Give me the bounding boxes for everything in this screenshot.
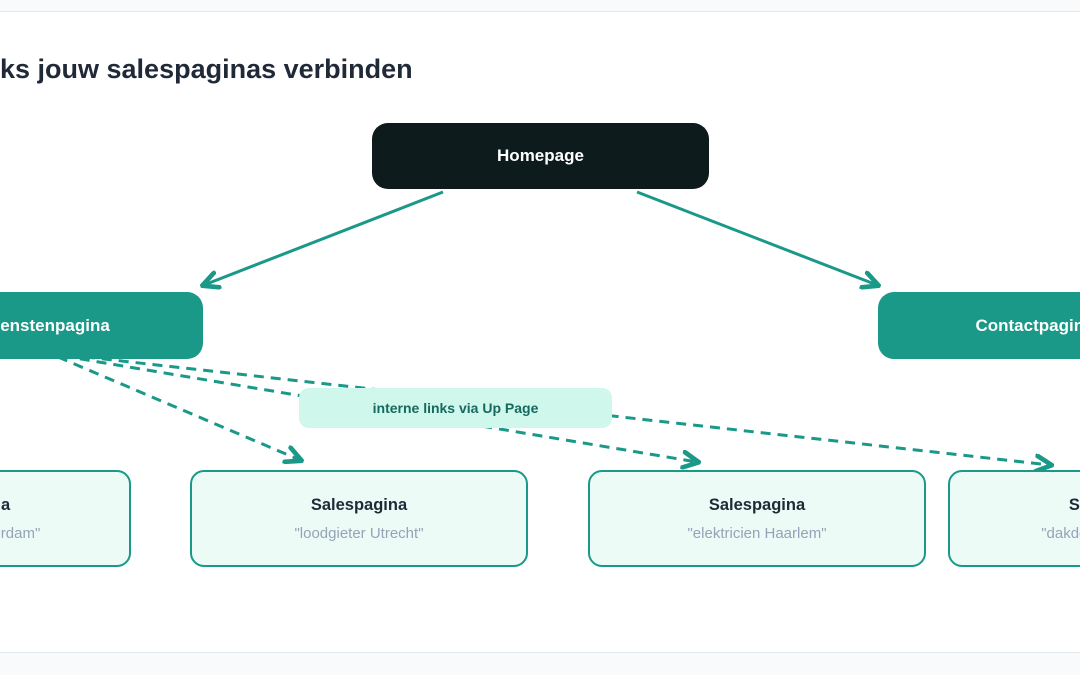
node-salespagina-2: Salespagina "loodgieter Utrecht" xyxy=(190,470,528,567)
salespagina-title: Salespagina xyxy=(1068,495,1080,514)
salespagina-keyword: "loodgieter Utrecht" xyxy=(294,524,424,542)
salespagina-title: Salespagina xyxy=(0,495,11,514)
node-homepage: Homepage xyxy=(372,123,709,189)
node-salespagina-1: Salespagina "loodgieter Amsterdam" xyxy=(0,470,131,567)
node-homepage-label: Homepage xyxy=(497,146,584,165)
salespagina-title: Salespagina xyxy=(310,495,408,514)
edge-label-interne-links: interne links via Up Page xyxy=(299,388,612,428)
edge-label-text: interne links via Up Page xyxy=(372,400,539,416)
node-dienstenpagina: Dienstenpagina xyxy=(0,292,203,359)
salespagina-keyword: "loodgieter Amsterdam" xyxy=(0,524,41,542)
node-contactpagina-label: Contactpagina xyxy=(975,315,1080,335)
salespagina-keyword: "dakdekker Den Haag" xyxy=(1041,524,1080,542)
node-salespagina-3: Salespagina "elektricien Haarlem" xyxy=(588,470,926,567)
salespagina-keyword: "elektricien Haarlem" xyxy=(687,524,827,542)
node-contactpagina: Contactpagina xyxy=(878,292,1080,359)
salespagina-title: Salespagina xyxy=(708,495,806,514)
node-salespagina-4: Salespagina "dakdekker Den Haag" xyxy=(948,470,1080,567)
node-dienstenpagina-label: Dienstenpagina xyxy=(0,315,110,335)
page-title: ks jouw salespaginas verbinden xyxy=(0,54,413,84)
